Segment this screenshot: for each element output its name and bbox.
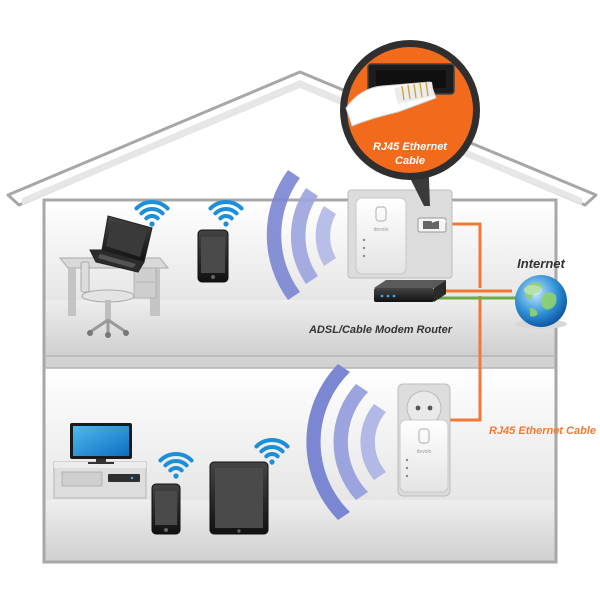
- rj45-connector-icon: [345, 63, 455, 127]
- powerline-adapter-lower: devolo: [399, 419, 449, 493]
- wifi-icon-tablet: [254, 438, 290, 465]
- laptop-icon: [89, 215, 153, 273]
- smartphone-icon-lower: [151, 483, 181, 535]
- house-roof: [6, 70, 598, 207]
- tv-icon: [70, 423, 132, 464]
- wireless-signal-lower: [306, 364, 386, 520]
- wifi-icon-phone-upper: [208, 200, 244, 227]
- adapter-brand-lower: devolo: [417, 449, 432, 455]
- modem-router-label: ADSL/Cable Modem Router: [308, 324, 453, 336]
- smartphone-icon-upper: [197, 229, 229, 283]
- globe-icon: [515, 275, 567, 329]
- callout-label-line1: RJ45 Ethernet: [373, 141, 448, 153]
- wifi-icon-phone-lower: [158, 452, 194, 479]
- floor-slab: [44, 356, 556, 368]
- chair: [80, 261, 135, 338]
- adapter-brand-upper: devolo: [374, 227, 389, 233]
- upper-floor: [44, 300, 556, 356]
- rj45-callout: RJ45 Ethernet Cable: [340, 40, 480, 206]
- tablet-icon: [209, 461, 269, 535]
- rj45-cable-label: RJ45 Ethernet Cable: [489, 425, 596, 437]
- tv-cabinet: [53, 461, 147, 499]
- wifi-icon-laptop: [134, 200, 170, 227]
- callout-label-line2: Cable: [395, 155, 425, 167]
- wireless-signal-upper: [266, 170, 336, 300]
- router-icon: [374, 280, 446, 302]
- ethernet-port-connector: [417, 217, 447, 233]
- internet-label: Internet: [517, 256, 565, 271]
- powerline-adapter-upper: devolo: [355, 197, 407, 275]
- lower-floor: [44, 500, 556, 562]
